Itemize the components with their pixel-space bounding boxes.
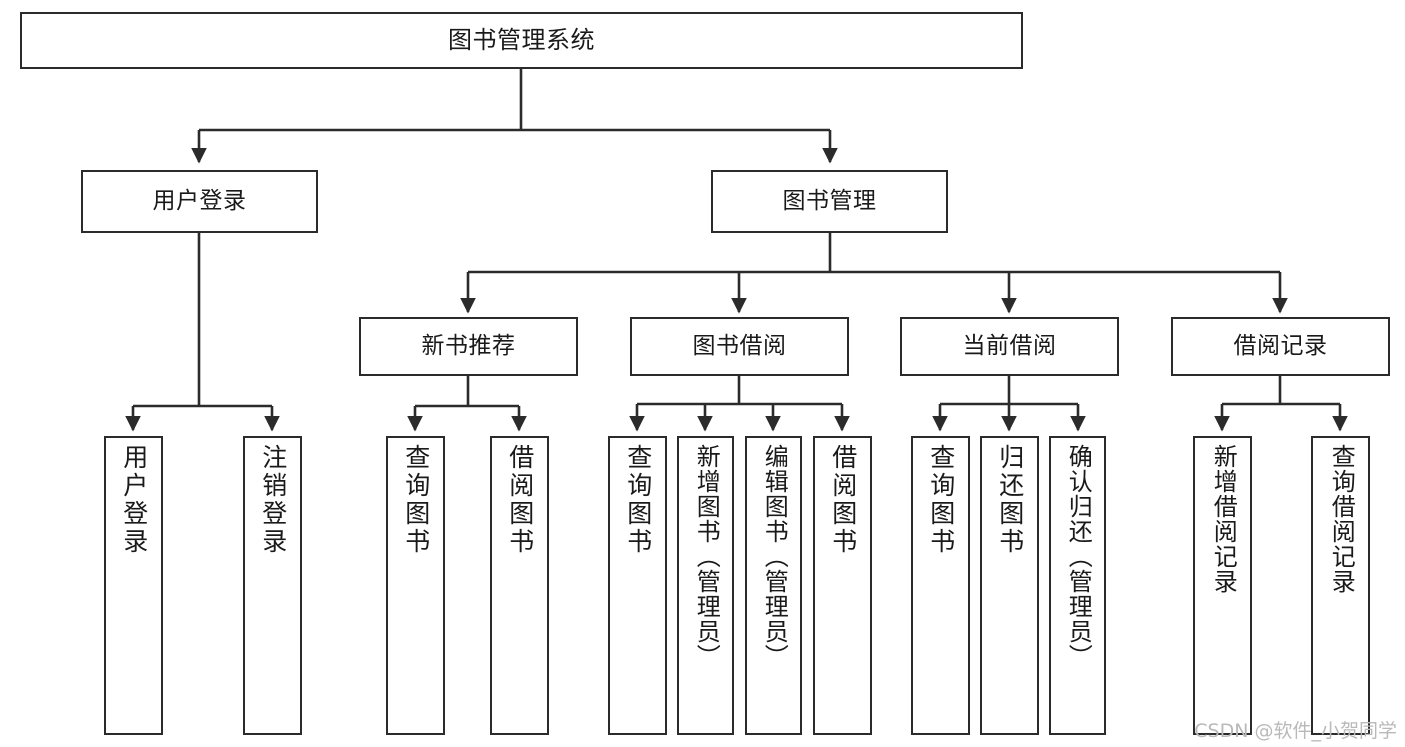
node-label: 归还图书 (995, 444, 1025, 556)
node-label: 图书管理 (782, 188, 877, 215)
leaf-borrow-book[interactable]: 借阅图书 (813, 436, 872, 735)
leaf-add-book-admin[interactable]: 新增图书（管理员） (677, 436, 734, 735)
node-current-borrowing[interactable]: 当前借阅 (900, 317, 1119, 376)
node-label: 图书管理系统 (448, 25, 595, 54)
node-label: 用户登录 (119, 444, 149, 556)
node-book-management[interactable]: 图书管理 (711, 170, 948, 233)
node-label: 编辑图书（管理员） (760, 444, 789, 669)
node-label: 当前借阅 (962, 333, 1057, 360)
leaf-query-book-borrow[interactable]: 查询图书 (608, 436, 667, 735)
leaf-edit-book-admin[interactable]: 编辑图书（管理员） (745, 436, 802, 735)
node-user-login[interactable]: 用户登录 (81, 170, 318, 233)
leaf-logout[interactable]: 注销登录 (243, 436, 302, 735)
leaf-confirm-return-admin[interactable]: 确认归还（管理员） (1049, 436, 1106, 735)
node-root-book-management-system[interactable]: 图书管理系统 (20, 12, 1023, 69)
node-label: 新书推荐 (421, 333, 516, 360)
node-label: 查询图书 (401, 444, 431, 556)
node-label: 借阅图书 (505, 444, 535, 556)
node-label: 注销登录 (258, 444, 288, 556)
node-label: 新增图书（管理员） (692, 444, 721, 669)
leaf-user-login[interactable]: 用户登录 (104, 436, 163, 735)
node-label: 新增借阅记录 (1209, 444, 1238, 594)
node-label: 查询借阅记录 (1327, 444, 1356, 594)
node-label: 借阅记录 (1233, 333, 1328, 360)
node-book-borrowing[interactable]: 图书借阅 (630, 317, 849, 376)
leaf-return-book[interactable]: 归还图书 (980, 436, 1039, 735)
leaf-query-borrow-record[interactable]: 查询借阅记录 (1311, 436, 1370, 735)
node-label: 图书借阅 (692, 333, 787, 360)
node-new-book-recommendation[interactable]: 新书推荐 (359, 317, 578, 376)
leaf-query-book-new[interactable]: 查询图书 (386, 436, 445, 735)
node-label: 查询图书 (926, 444, 956, 556)
watermark: CSDN @软件_小贺同学 (1194, 720, 1397, 742)
node-borrow-records[interactable]: 借阅记录 (1171, 317, 1390, 376)
node-label: 借阅图书 (828, 444, 858, 556)
node-label: 查询图书 (623, 444, 653, 556)
leaf-query-book-current[interactable]: 查询图书 (911, 436, 970, 735)
leaf-borrow-book-new[interactable]: 借阅图书 (490, 436, 549, 735)
leaf-add-borrow-record[interactable]: 新增借阅记录 (1193, 436, 1252, 735)
node-label: 用户登录 (152, 188, 247, 215)
node-label: 确认归还（管理员） (1064, 444, 1093, 669)
